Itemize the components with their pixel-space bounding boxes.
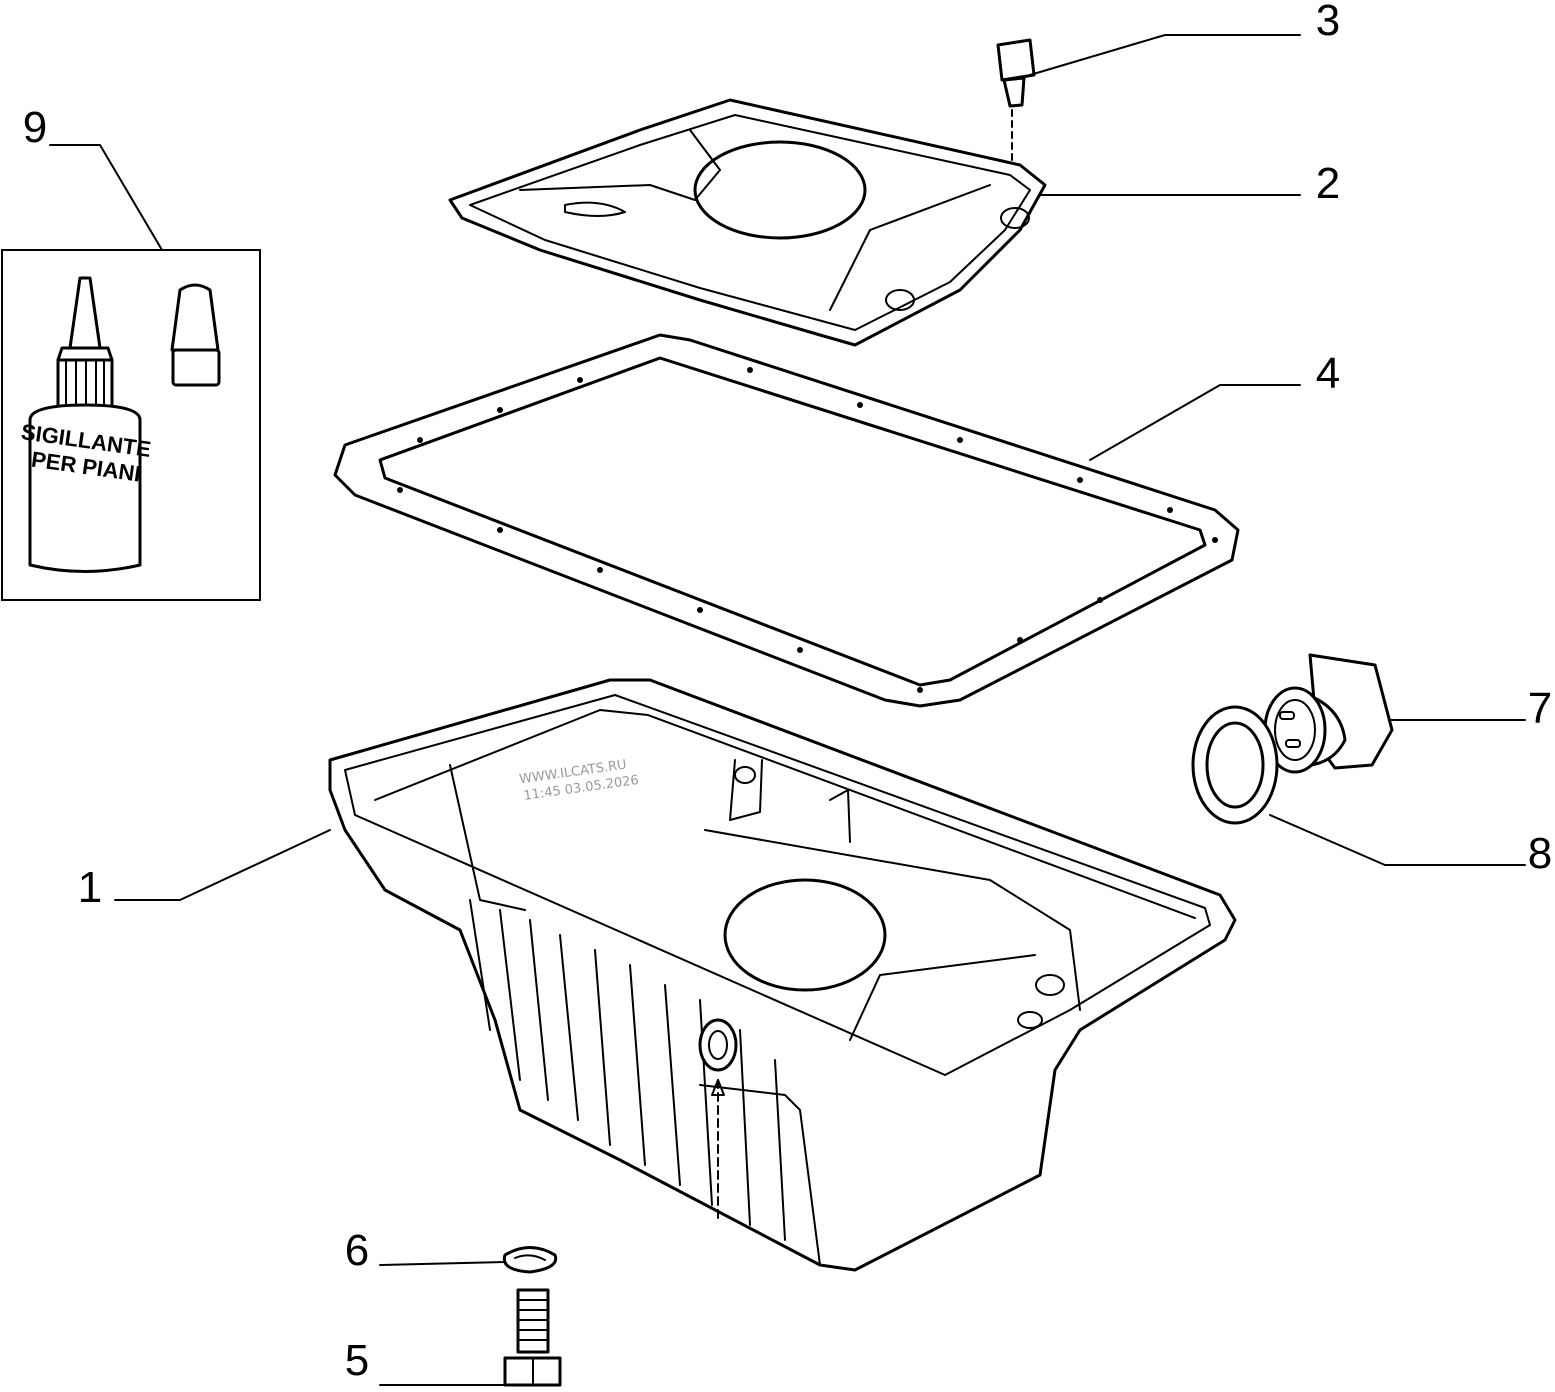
leader-3 bbox=[1029, 34, 1301, 76]
part-7-drain-plug bbox=[1263, 653, 1394, 774]
sealant-tube: SIGILLANTE PER PIANI bbox=[20, 276, 153, 573]
leader-9 bbox=[49, 144, 163, 251]
leader-6 bbox=[379, 1261, 506, 1266]
part-2-baffle-plate bbox=[448, 98, 1047, 347]
leader-lines bbox=[49, 34, 1526, 1386]
part-5-drain-bolt bbox=[503, 1288, 562, 1387]
callout-2: 2 bbox=[1316, 159, 1340, 208]
part-3-bolt bbox=[996, 38, 1036, 161]
part-9-sealant-kit: SIGILLANTE PER PIANI bbox=[1, 249, 261, 601]
part-6-washer bbox=[502, 1246, 558, 1274]
callout-4: 4 bbox=[1316, 349, 1340, 398]
callout-9: 9 bbox=[23, 103, 47, 152]
sealant-cap bbox=[170, 283, 221, 387]
part-8-washer bbox=[1191, 705, 1279, 825]
callout-numbers: 1 2 3 4 5 6 7 8 9 bbox=[23, 0, 1552, 1385]
part-4-gasket bbox=[333, 333, 1240, 708]
leader-4 bbox=[1089, 384, 1301, 461]
leader-8 bbox=[1269, 814, 1526, 866]
callout-8: 8 bbox=[1528, 829, 1552, 878]
callout-7: 7 bbox=[1528, 684, 1552, 733]
gasket-bolt-holes bbox=[397, 367, 1218, 693]
callout-5: 5 bbox=[345, 1336, 369, 1385]
callout-1: 1 bbox=[78, 863, 102, 912]
leader-1 bbox=[114, 829, 331, 901]
part-1-oil-pan bbox=[328, 678, 1237, 1272]
callout-3: 3 bbox=[1316, 0, 1340, 45]
callout-6: 6 bbox=[345, 1226, 369, 1275]
